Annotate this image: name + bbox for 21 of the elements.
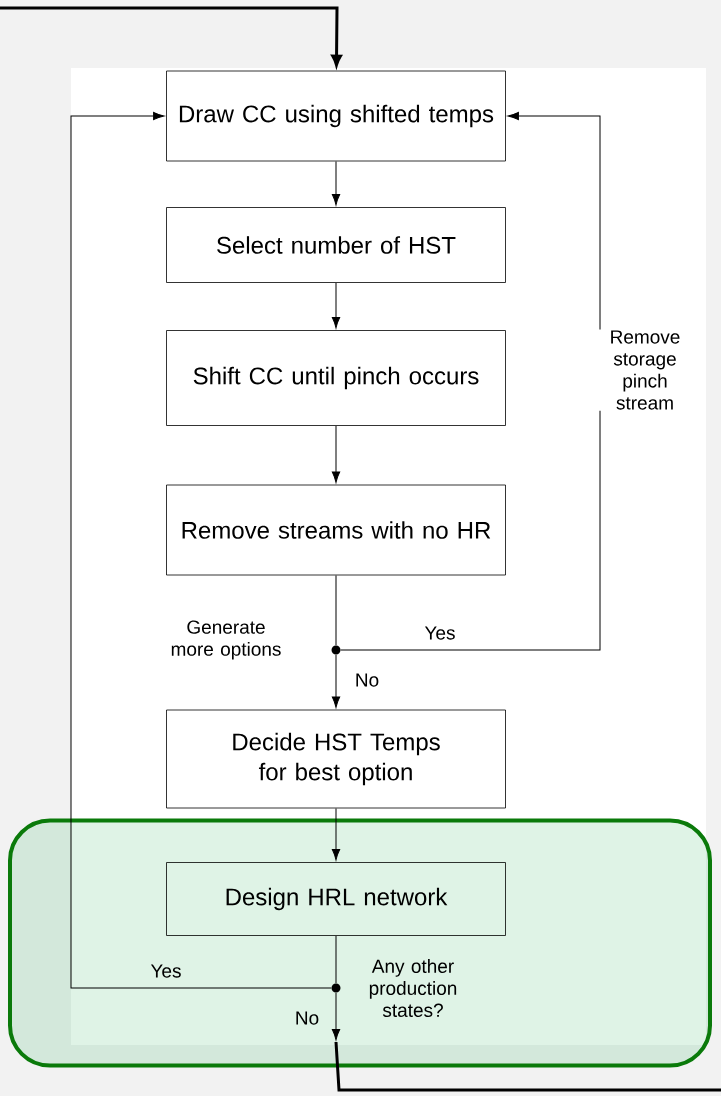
edge-label: Yes	[424, 626, 455, 640]
arrow	[331, 992, 341, 1041]
edge-label: No	[356, 673, 379, 687]
arrow	[331, 160, 341, 206]
process-box: Design HRL network	[166, 862, 506, 936]
edge-label: No	[296, 1011, 319, 1025]
process-box: Decide HST Temps for best option	[166, 709, 506, 809]
annotation-text: Generate more options	[171, 620, 281, 660]
edge-label: Yes	[150, 964, 181, 978]
arrow	[340, 111, 601, 651]
process-box: Remove streams with no HR	[166, 484, 506, 576]
process-box: Shift CC until pinch occurs	[166, 330, 506, 426]
arrow	[331, 282, 341, 329]
process-box: Draw CC using shifted temps	[166, 70, 506, 162]
arrow	[70, 111, 332, 989]
arrow	[331, 425, 341, 483]
arrow	[331, 807, 341, 861]
arrow	[331, 654, 341, 708]
annotation-text: Remove storage pinch stream	[599, 329, 691, 411]
annotation-text: Any other production states?	[369, 959, 457, 1017]
process-box: Select number of HST	[166, 207, 506, 283]
